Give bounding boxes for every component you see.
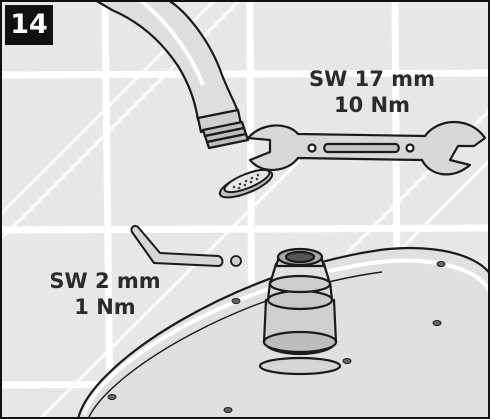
hex-key-icon (130, 224, 224, 267)
grub-screw-icon (230, 255, 242, 267)
hex-key-spec-label: SW 2 mm 1 Nm (20, 268, 190, 320)
aerator-screen-icon (218, 168, 274, 199)
open-end-wrench-icon (246, 121, 487, 176)
shower-arm-icon (93, 0, 250, 150)
wrench-spec-label: SW 17 mm 10 Nm (292, 66, 452, 118)
wrench-torque-text: 10 Nm (334, 93, 410, 117)
hex-key-torque-text: 1 Nm (74, 295, 136, 319)
shower-head-icon (76, 246, 490, 419)
step-number-badge: 14 (5, 5, 53, 45)
wrench-size-text: SW 17 mm (309, 67, 435, 91)
hex-key-size-text: SW 2 mm (49, 269, 161, 293)
